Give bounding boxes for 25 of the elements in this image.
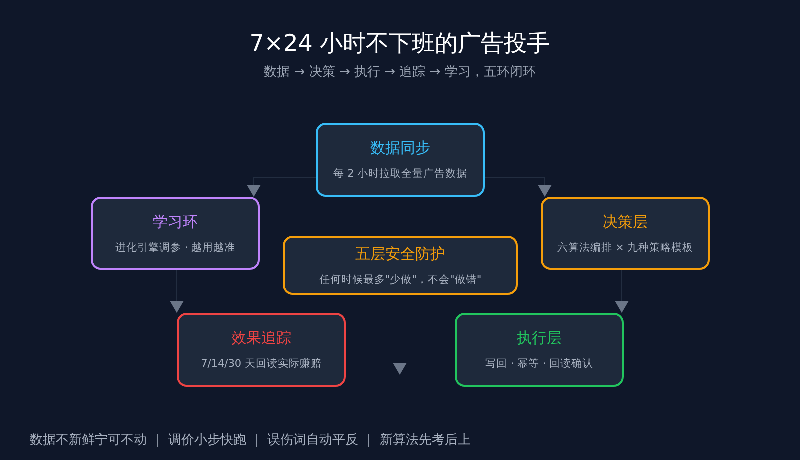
process-box	[316, 123, 485, 197]
box-heading: 决策层	[603, 212, 648, 232]
box-description: 每 2 小时拉取全量广告数据	[333, 167, 468, 181]
safety-box	[283, 236, 518, 295]
box-heading: 执行层	[517, 329, 562, 348]
arrow	[484, 178, 552, 198]
title: 7×24 小时不下班的广告投手	[248, 30, 552, 59]
arrow	[615, 270, 629, 314]
process-box	[541, 197, 710, 270]
box-description: 7/14/30 天回读实际赚赔	[201, 357, 322, 371]
arrow	[170, 270, 184, 314]
footer-note: 数据不新鲜宁可不动 ｜ 调价小步快跑 ｜ 误伤词自动平反 ｜ 新算法先考后上	[30, 432, 471, 449]
box-heading: 数据同步	[370, 139, 430, 158]
box-description: 任何时候最多"少做"，不会"做错"	[319, 272, 482, 286]
box-description: 六算法编排 × 九种策略模板	[557, 240, 694, 254]
box-description: 进化引擎调参 · 越用越准	[115, 240, 236, 254]
box-heading: 学习环	[153, 212, 198, 232]
box-description: 写回 · 幂等 · 回读确认	[485, 357, 594, 371]
subtitle: 数据 → 决策 → 执行 → 追踪 → 学习，五环闭环	[263, 64, 537, 81]
box-heading: 五层安全防护	[356, 244, 446, 264]
process-box	[91, 197, 260, 270]
process-box	[177, 313, 346, 387]
process-box	[455, 313, 624, 387]
arrow	[247, 178, 316, 198]
box-heading: 效果追踪	[232, 329, 292, 348]
